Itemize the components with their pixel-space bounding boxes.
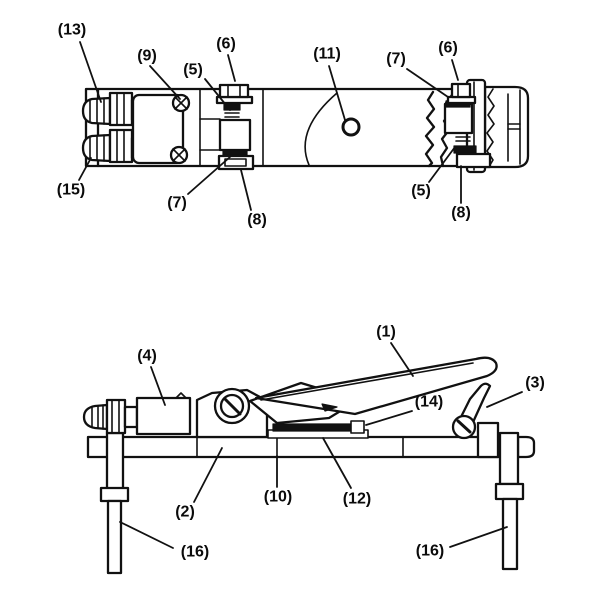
callout-16-left-label: (16) [181, 544, 209, 561]
callout-13-leader [79, 41, 102, 103]
callout-2-leader [193, 447, 223, 503]
callout-4-leader [150, 366, 166, 406]
callout-11-leader [328, 65, 346, 121]
left-leg-collar [99, 486, 130, 503]
top-view-labels: (13) (9) (6) (5) (11) (7) (6) (15) (7) (… [57, 22, 471, 229]
callout-1-leader [390, 342, 414, 377]
bolt-head-right [450, 82, 472, 99]
callout-5-bottom-label: (5) [411, 183, 431, 200]
callout-9-label: (9) [137, 48, 157, 65]
top-view-leaders [78, 41, 462, 211]
callout-6-right-leader [451, 59, 459, 81]
callout-3-label: (3) [525, 375, 545, 392]
callout-5-left-leader [204, 78, 231, 111]
adjuster-left [199, 83, 255, 171]
strip-clip [350, 420, 365, 434]
clamp-slider-right [443, 102, 474, 135]
upper-die-strip [272, 423, 362, 432]
callout-6-right-label: (6) [438, 40, 458, 57]
callout-12-label: (12) [343, 491, 371, 508]
callout-9-leader [149, 65, 181, 100]
support-block [476, 421, 500, 459]
callout-5-bottom-leader [428, 146, 456, 183]
side-view-labels: (4) (1) (3) (14) (2) (10) (12) (16) (16) [137, 324, 545, 561]
end-cap [483, 85, 530, 169]
callout-8-left-leader [240, 169, 252, 211]
callout-14-label: (14) [415, 394, 443, 411]
callout-3-leader [486, 391, 523, 408]
side-view-leaders [119, 342, 523, 549]
callout-7-bottom-leader [187, 156, 231, 195]
bolt-head-left [218, 83, 250, 99]
callout-13-label: (13) [58, 22, 86, 39]
bottom-plate-right [455, 152, 492, 169]
thread-section-left [223, 102, 241, 111]
callout-6-left-leader [227, 54, 236, 82]
right-leg-collar [494, 482, 525, 501]
die-strips [267, 420, 369, 439]
callout-8-left-label: (8) [247, 212, 267, 229]
right-leg [494, 431, 525, 571]
clamp-slider-left [218, 118, 252, 152]
callout-16-right-leader [449, 526, 508, 548]
callout-4-label: (4) [137, 348, 157, 365]
side-hose-fitting [82, 398, 139, 435]
callout-1-label: (1) [376, 324, 396, 341]
callout-7-bottom-label: (7) [167, 195, 187, 212]
callout-7-right-leader [406, 68, 449, 98]
adjuster-right [443, 78, 492, 174]
callout-15-label: (15) [57, 182, 85, 199]
callout-12-leader [322, 437, 352, 489]
valve-block [135, 392, 192, 436]
callout-16-left-leader [119, 521, 174, 549]
callout-14-leader [365, 410, 413, 426]
side-view-drawing: (4) (1) (3) (14) (2) (10) (12) (16) (16) [82, 324, 545, 575]
port-hole [341, 117, 361, 137]
pivot-screw-icon [213, 387, 251, 425]
lever-handle [254, 356, 498, 416]
rail-end-cap [516, 435, 536, 459]
tube-surface-arc [304, 92, 338, 166]
callout-7-right-label: (7) [386, 51, 406, 68]
left-leg [99, 431, 130, 575]
mounting-plate [131, 93, 191, 165]
callout-15-leader [78, 157, 92, 181]
callout-16-right-label: (16) [416, 543, 444, 560]
spring-right [453, 145, 477, 154]
base-rail [86, 435, 536, 459]
hose-fitting-upper [81, 91, 143, 127]
callout-8-right-label: (8) [451, 205, 471, 222]
callout-10-label: (10) [264, 489, 292, 506]
top-view-drawing: (13) (9) (6) (5) (11) (7) (6) (15) (7) (… [57, 22, 530, 229]
callout-2-label: (2) [175, 504, 195, 521]
callout-6-left-label: (6) [216, 36, 236, 53]
callout-11-label: (11) [313, 46, 341, 63]
callout-5-left-label: (5) [183, 62, 203, 79]
release-lever [451, 382, 492, 440]
